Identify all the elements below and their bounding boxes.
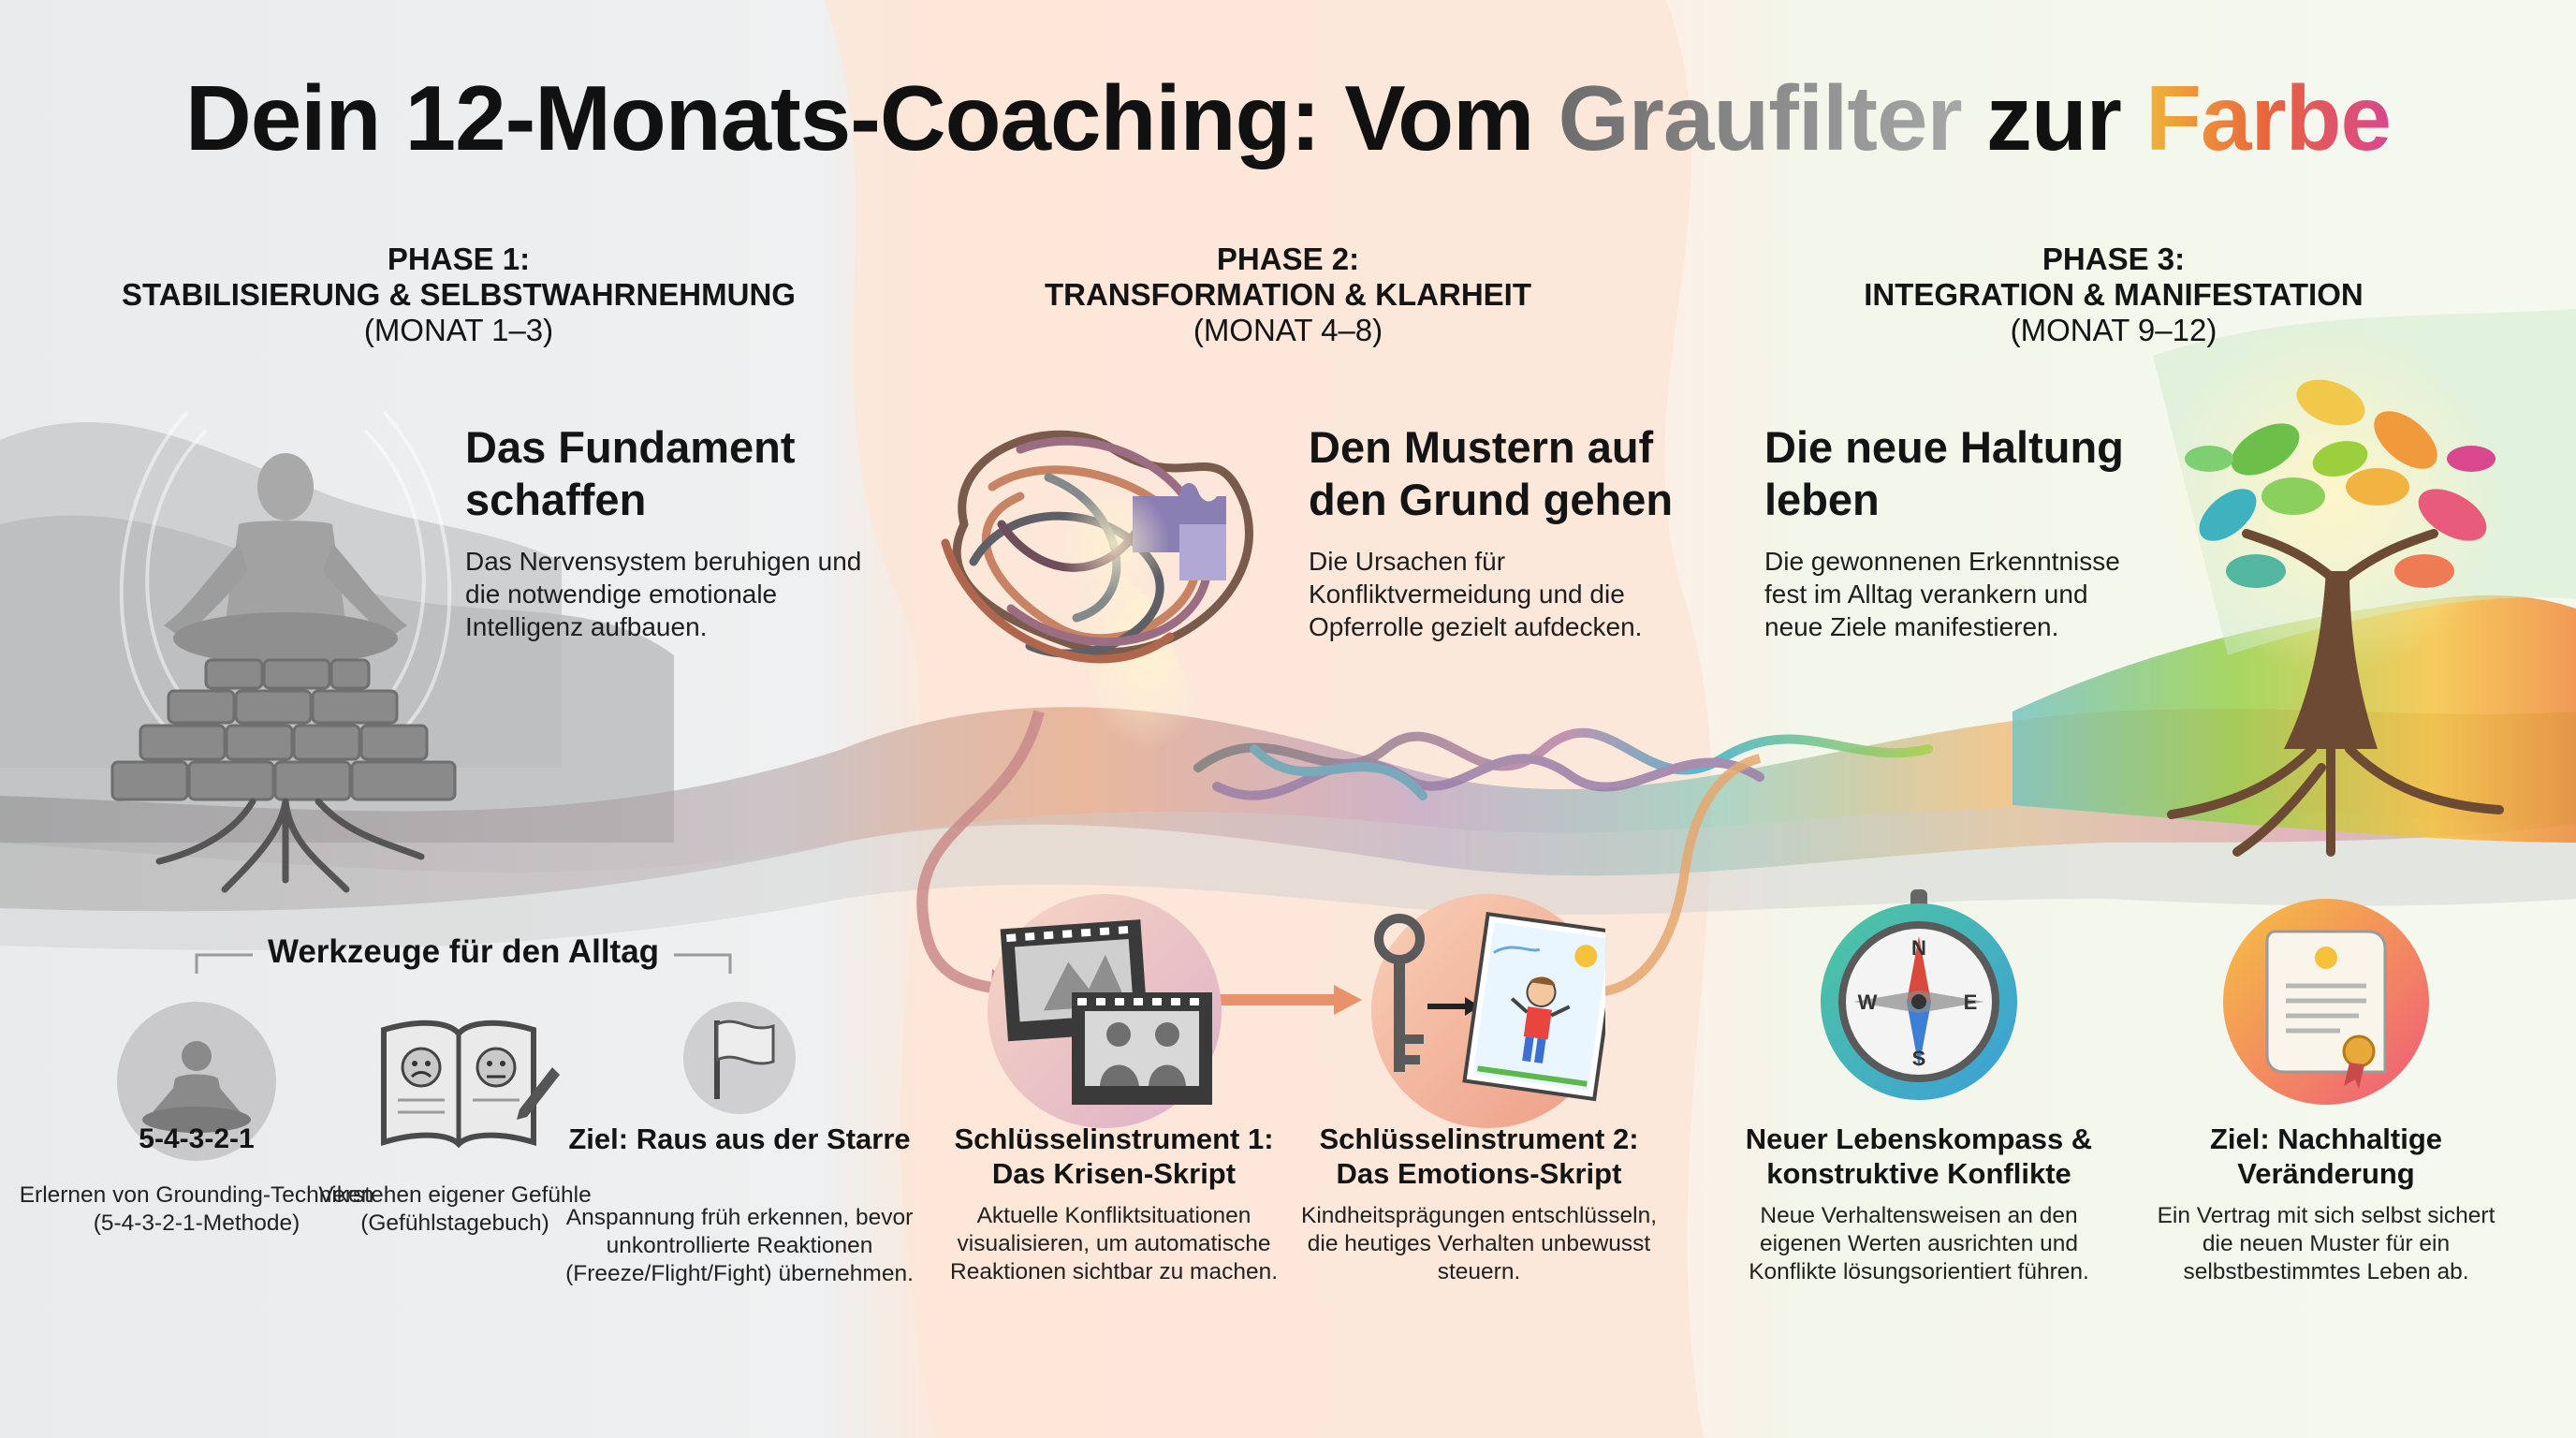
phase-2-header: PHASE 2: TRANSFORMATION & KLARHEIT (MONA… bbox=[904, 242, 1672, 348]
title-zur: zur bbox=[1961, 66, 2146, 169]
tangled-knot-illustration bbox=[941, 430, 1253, 749]
phase-3-header: PHASE 3: INTEGRATION & MANIFESTATION (MO… bbox=[1730, 242, 2497, 348]
tool-1-description: Erlernen von Grounding-Techniken (5-4-3-… bbox=[19, 1182, 374, 1236]
phase-3-label: PHASE 3: bbox=[2042, 242, 2186, 276]
instrument-1-description: Aktuelle Konfliktsituationen visualisier… bbox=[950, 1203, 1278, 1284]
outcome-1-description: Neue Verhaltensweisen an den eigenen Wer… bbox=[1749, 1203, 2089, 1284]
phase-3-name: INTEGRATION & MANIFESTATION bbox=[1864, 277, 2364, 312]
key-child-drawing-icon bbox=[1371, 894, 1620, 1128]
title-text: Dein 12-Monats-Coaching: Vom bbox=[185, 66, 1559, 169]
phase-2-heading: Den Mustern auf den Grund gehen bbox=[1309, 422, 1674, 524]
phase-3-heading: Die neue Haltung leben bbox=[1764, 422, 2124, 524]
phase-1-heading: Das Fundament schaffen bbox=[465, 422, 796, 524]
flag-icon bbox=[683, 1002, 796, 1114]
title-graufilter: Graufilter bbox=[1558, 66, 1963, 169]
phase-2-label: PHASE 2: bbox=[1216, 242, 1360, 276]
phase-2-months: (MONAT 4–8) bbox=[1193, 313, 1383, 347]
contract-icon bbox=[2218, 894, 2434, 1109]
compass-icon: N E S W bbox=[1811, 889, 2027, 1105]
title-farbe: Farbe bbox=[2145, 66, 2392, 169]
phase-1-label: PHASE 1: bbox=[387, 242, 531, 276]
compass-e-label: E bbox=[1964, 990, 1978, 1014]
phase-3-description: Die gewonnenen Erkenntnisse fest im Allt… bbox=[1764, 547, 2120, 641]
tool-3-heading: Ziel: Raus aus der Starre bbox=[568, 1123, 911, 1155]
phase-1-header: PHASE 1: STABILISIERUNG & SELBSTWAHRNEHM… bbox=[75, 242, 842, 348]
phase-1-name: STABILISIERUNG & SELBSTWAHRNEHMUNG bbox=[122, 277, 796, 312]
film-strip-icon bbox=[988, 894, 1222, 1128]
outcome-2-description: Ein Vertrag mit sich selbst sichert die … bbox=[2157, 1203, 2496, 1284]
tools-title: Werkzeuge für den Alltag bbox=[267, 933, 660, 970]
phase-1-months: (MONAT 1–3) bbox=[363, 313, 554, 347]
colorful-tree-illustration bbox=[2153, 337, 2509, 857]
instrument-2-heading: Schlüsselinstrument 2: Das Emotions-Skri… bbox=[1319, 1123, 1639, 1190]
tool-2-description: Verstehen eigener Gefühle (Gefühlstagebu… bbox=[318, 1182, 592, 1236]
phase-2-description: Die Ursachen für Konfliktvermeidung und … bbox=[1309, 547, 1643, 641]
phase-1-description: Das Nervensystem beruhigen und die notwe… bbox=[465, 547, 862, 641]
meditation-foundation-illustration bbox=[110, 410, 457, 893]
feelings-journal-icon bbox=[356, 1002, 562, 1161]
page-title: Dein 12-Monats-Coaching: Vom Graufilter … bbox=[0, 66, 2576, 171]
phase-2-name: TRANSFORMATION & KLARHEIT bbox=[1044, 277, 1531, 312]
compass-w-label: W bbox=[1858, 990, 1878, 1014]
meditation-icon bbox=[117, 1002, 276, 1161]
compass-s-label: S bbox=[1912, 1047, 1926, 1070]
compass-n-label: N bbox=[1911, 936, 1926, 960]
outcome-1-heading: Neuer Lebenskompass & konstruktive Konfl… bbox=[1745, 1123, 2093, 1190]
instrument-2-description: Kindheitsprägungen entschlüsseln, die he… bbox=[1301, 1203, 1658, 1284]
tool-3-description: Anspannung früh erkennen, bevor unkontro… bbox=[565, 1205, 914, 1286]
grounding-badge: 5-4-3-2-1 bbox=[139, 1123, 255, 1154]
instrument-1-heading: Schlüsselinstrument 1: Das Krisen-Skript bbox=[954, 1123, 1274, 1190]
phase-3-months: (MONAT 9–12) bbox=[2010, 313, 2217, 347]
outcome-2-heading: Ziel: Nachhaltige Veränderung bbox=[2209, 1123, 2443, 1190]
